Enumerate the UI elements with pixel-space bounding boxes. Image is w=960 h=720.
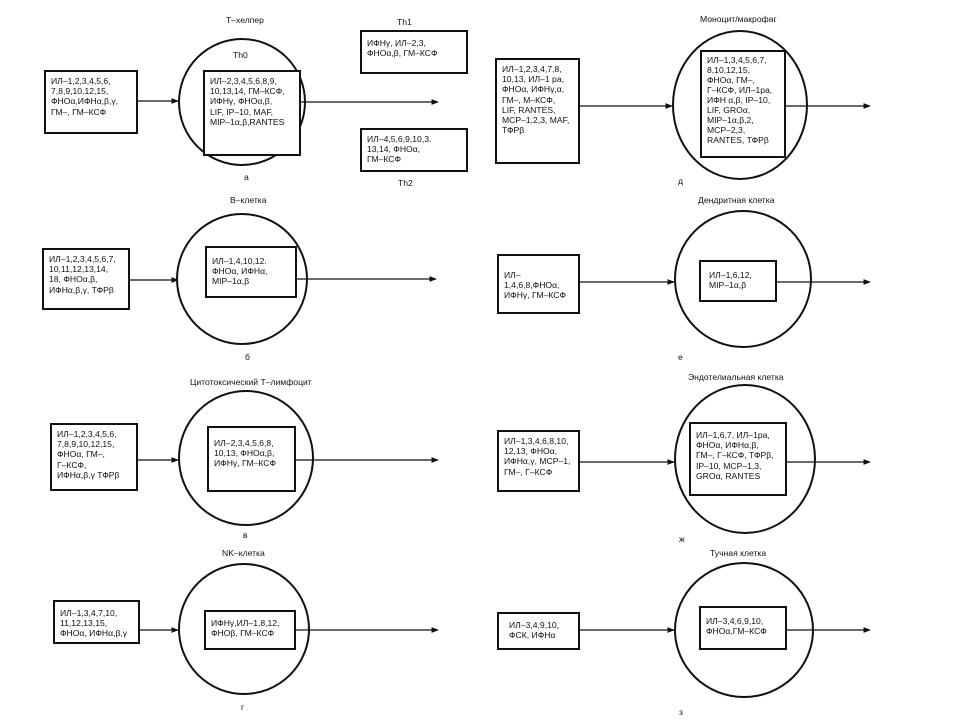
panel-letter-e: е bbox=[678, 352, 683, 362]
input-box-z: ИЛ–3,4,9,10, ФСК, ИФНα bbox=[497, 612, 580, 650]
output-box-v: ИЛ–2,3,4,5,6,8, 10,13, ФНОα,β, ИФНγ, ГМ–… bbox=[207, 426, 296, 492]
cell-circle-a bbox=[178, 38, 306, 166]
output-box-d: ИЛ–1,3,4,5,6,7, 8,10,12,15, ФНОα, ГМ–, Г… bbox=[700, 50, 786, 158]
output-box-a: ИЛ–2,3,4,5,6,8,9, 10,13,14, ГМ–КСФ, ИФНγ… bbox=[203, 70, 301, 156]
cell-title-a: Т–хелпер bbox=[226, 15, 264, 25]
input-box-d: ИЛ–1,2,3,4,7,8, 10,13, ИЛ–1 ра, ФНОα, ИФ… bbox=[495, 58, 580, 164]
cell-title-e: Дендритная клетка bbox=[698, 195, 775, 205]
cell-title-g: NK–клетка bbox=[222, 548, 265, 558]
panel-letter-v: в bbox=[243, 530, 248, 540]
cell-circle-e bbox=[674, 210, 812, 348]
panel-letter-d: д bbox=[678, 176, 684, 186]
input-box-zh: ИЛ–1,3,4,6,8,10, 12,13, ФНОα, ИФНα,γ, MC… bbox=[497, 430, 580, 492]
output-box-zh: ИЛ–1,6,7, ИЛ–1ра, ФНОα, ИФНα,β, ГМ–, Г–К… bbox=[689, 422, 787, 496]
cell-title-z: Тучная клетка bbox=[710, 548, 767, 558]
output-box-z: ИЛ–3,4,6,9,10, ФНОα,ГМ–КСФ bbox=[699, 606, 787, 650]
input-box-a: ИЛ–1,2,3,4,5,6, 7,8,9,10,12,15, ФНОα,ИФН… bbox=[44, 70, 138, 134]
output-box-b: ИЛ–1,4,10,12. ФНОα, ИФНα, MIP–1α,β bbox=[205, 246, 297, 298]
input-box-g: ИЛ–1,3,4,7,10, 11,12,13,15, ФНОα, ИФНα,β… bbox=[53, 600, 140, 644]
panel-letter-a: а bbox=[244, 172, 249, 182]
cell-title-zh: Эндотелиальная клетка bbox=[688, 372, 784, 382]
panel-letter-b: б bbox=[245, 352, 250, 362]
th1-label: Th1 bbox=[397, 17, 412, 27]
cell-circle-v bbox=[178, 390, 314, 526]
input-box-b: ИЛ–1,2,3,4,5,6,7, 10,11,12,13,14, 18, ФН… bbox=[42, 248, 130, 310]
panel-letter-z: з bbox=[679, 707, 683, 717]
cell-title-b: В–клетка bbox=[230, 195, 267, 205]
cell-title-d: Моноцит/макрофаг bbox=[700, 14, 777, 24]
output-box-g: ИФНγ,ИЛ–1,8,12, ФНОβ, ГМ–КСФ bbox=[204, 610, 296, 650]
th1-box: ИФНγ, ИЛ–2,3, ФНОα,β, ГМ–КСФ bbox=[360, 30, 468, 74]
input-box-e: ИЛ–1,4,6,8,ФНОα, ИФНγ, ГМ–КСФ bbox=[497, 254, 580, 314]
cell-circle-b bbox=[176, 213, 308, 345]
th2-label: Th2 bbox=[398, 178, 413, 188]
output-box-e: ИЛ–1,6,12, MIP–1α,β bbox=[699, 260, 777, 302]
cell-title-v: Цитотоксический Т–лимфоцит bbox=[190, 377, 312, 387]
cell-circle-d bbox=[672, 30, 808, 180]
input-box-v: ИЛ–1,2,3,4,5,6, 7,8,9,10,12,15, ФНОα, ГМ… bbox=[50, 423, 138, 491]
panel-letter-g: г bbox=[241, 702, 245, 712]
th2-box: ИЛ–4,5,6,9,10,3. 13,14, ФНОα, ГМ–КСФ bbox=[360, 128, 468, 172]
cell-inner-title-a: Th0 bbox=[233, 50, 248, 60]
cell-circle-z bbox=[674, 562, 814, 698]
cell-circle-g bbox=[178, 563, 310, 695]
panel-letter-zh: ж bbox=[679, 534, 685, 544]
cell-circle-zh bbox=[674, 384, 816, 534]
